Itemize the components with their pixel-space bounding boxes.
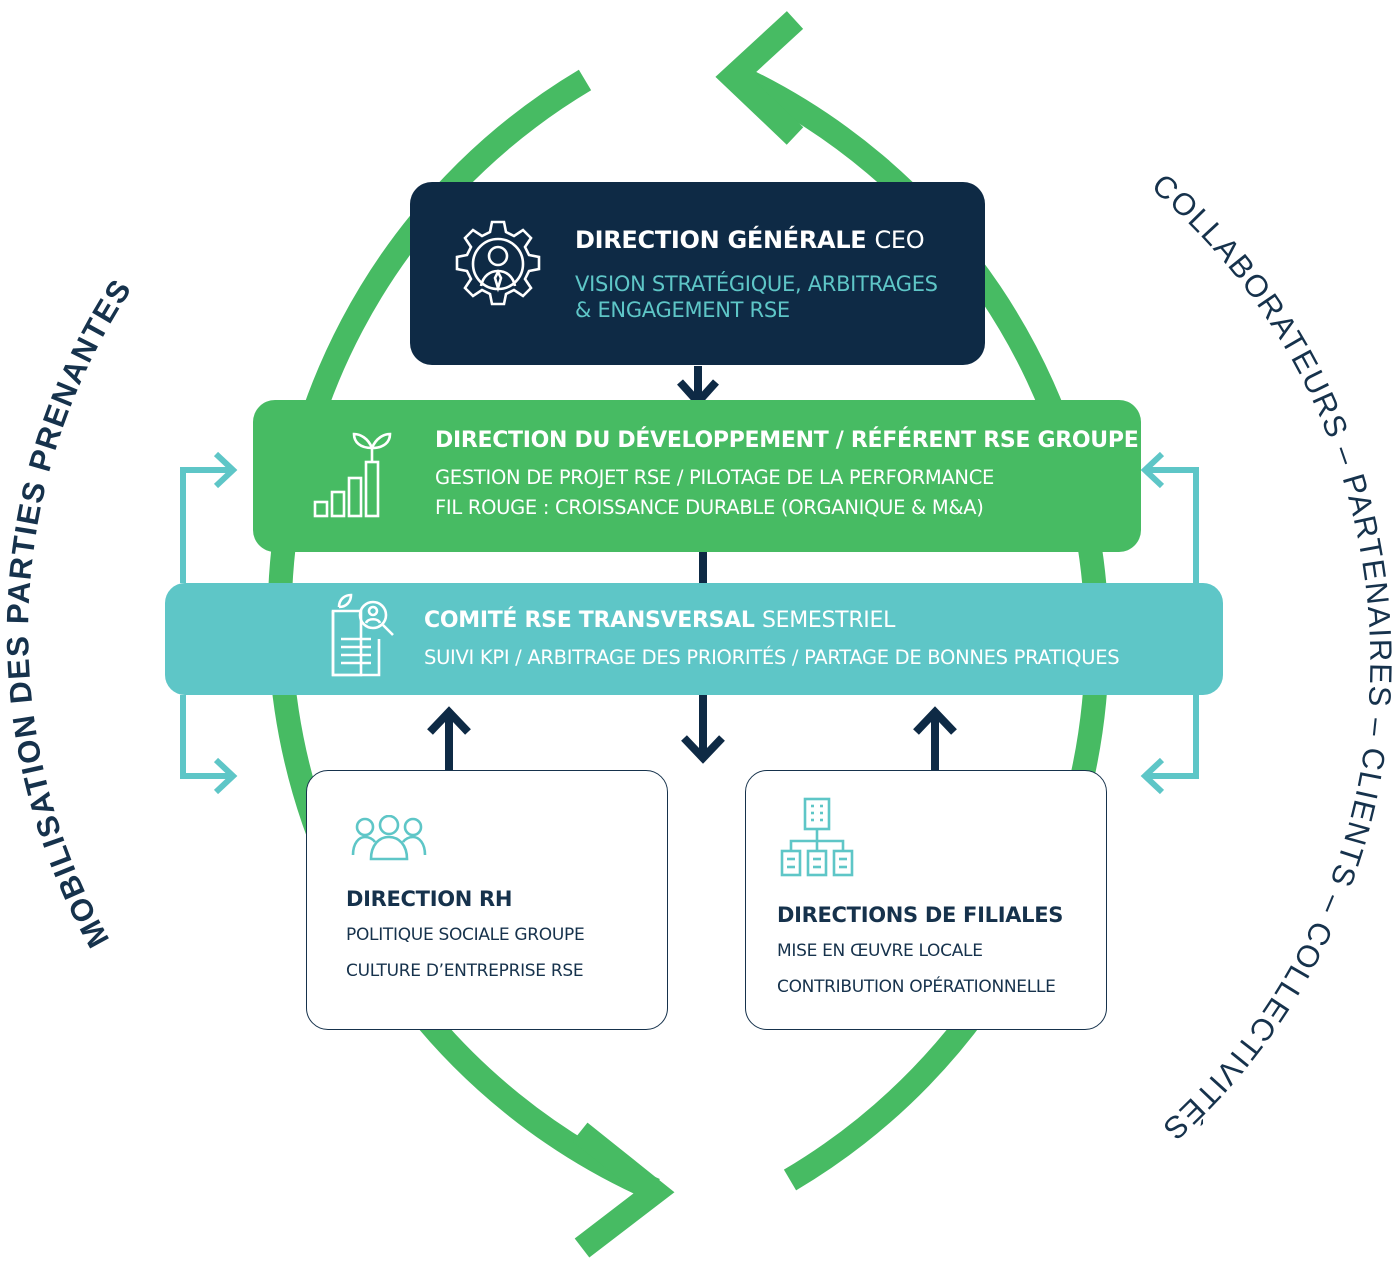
arrow-comite-down bbox=[681, 695, 725, 764]
cycle-arrowhead-bottom bbox=[572, 1122, 675, 1258]
gear-person-icon bbox=[455, 220, 541, 306]
dev-line-2: FIL ROUGE : CROISSANCE DURABLE (ORGANIQU… bbox=[435, 496, 984, 519]
arrow-rh-up bbox=[427, 706, 471, 770]
dev-box: DIRECTION DU DÉVELOPPEMENT / RÉFÉRENT RS… bbox=[253, 400, 1141, 552]
filiales-line-1: MISE EN ŒUVRE LOCALE bbox=[777, 941, 983, 961]
rh-line-1: POLITIQUE SOCIALE GROUPE bbox=[346, 925, 585, 945]
left-side-label: MOBILISATION DES PARTIES PRENANTES bbox=[0, 272, 139, 953]
ceo-line-1: VISION STRATÉGIQUE, ARBITRAGES bbox=[575, 272, 938, 296]
right-feedback-arrows bbox=[1140, 451, 1199, 795]
filiales-title: DIRECTIONS DE FILIALES bbox=[777, 903, 1064, 927]
building-hierarchy-icon bbox=[780, 797, 854, 877]
rh-line-2: CULTURE D’ENTREPRISE RSE bbox=[346, 961, 584, 981]
comite-title: COMITÉ RSE TRANSVERSAL bbox=[424, 608, 755, 633]
rh-box: DIRECTION RH POLITIQUE SOCIALE GROUPE CU… bbox=[306, 770, 668, 1030]
ceo-box: DIRECTION GÉNÉRALE CEO VISION STRATÉGIQU… bbox=[410, 182, 985, 365]
ceo-title: DIRECTION GÉNÉRALE bbox=[575, 226, 867, 254]
arrow-ceo-to-dev bbox=[677, 366, 719, 408]
arrow-filiales-up bbox=[913, 706, 957, 770]
comite-line-1: SUIVI KPI / ARBITRAGE DES PRIORITÉS / PA… bbox=[424, 646, 1120, 669]
document-search-icon bbox=[331, 593, 394, 677]
cycle-arrowhead-top bbox=[715, 11, 804, 145]
comite-frequency: SEMESTRIEL bbox=[761, 608, 896, 633]
rh-title: DIRECTION RH bbox=[346, 887, 513, 911]
left-feedback-arrows bbox=[180, 451, 238, 795]
dev-line-1: GESTION DE PROJET RSE / PILOTAGE DE LA P… bbox=[435, 466, 995, 489]
dev-title: DIRECTION DU DÉVELOPPEMENT / RÉFÉRENT RS… bbox=[435, 428, 1139, 453]
comite-box: COMITÉ RSE TRANSVERSAL SEMESTRIEL SUIVI … bbox=[165, 583, 1223, 695]
growth-chart-plant-icon bbox=[313, 432, 392, 518]
ceo-line-2: & ENGAGEMENT RSE bbox=[575, 298, 790, 322]
people-group-icon bbox=[351, 815, 427, 861]
filiales-line-2: CONTRIBUTION OPÉRATIONNELLE bbox=[777, 977, 1056, 997]
ceo-role: CEO bbox=[874, 226, 925, 254]
filiales-box: DIRECTIONS DE FILIALES MISE EN ŒUVRE LOC… bbox=[745, 770, 1107, 1030]
